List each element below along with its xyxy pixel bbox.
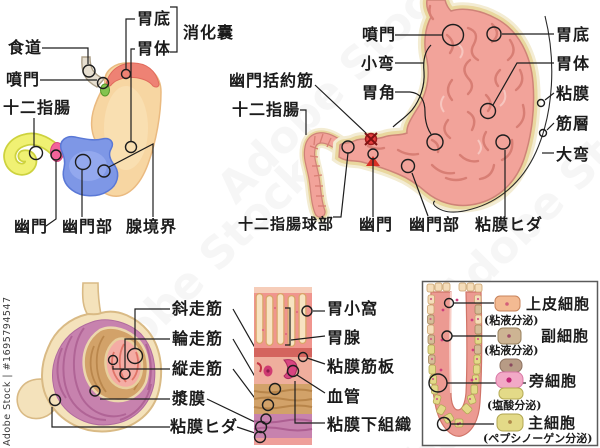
mucous-neck-cell-icon bbox=[497, 327, 522, 345]
label-mucosal-folds-bl: 粘膜ヒダ bbox=[170, 417, 239, 436]
label-chief-cell: 主細胞 bbox=[528, 414, 577, 432]
label-gland-boundary: 腺境界 bbox=[126, 217, 178, 236]
label-gastric-pit: 胃小窩 bbox=[327, 299, 379, 318]
label-duodenum-tl: 十二指腸 bbox=[3, 98, 72, 117]
label-epithelial-secretion: (粘液分泌) bbox=[484, 314, 539, 327]
top-right-stomach-art bbox=[299, 0, 555, 222]
label-esophagus: 食道 bbox=[8, 38, 43, 57]
label-serosa: 漿膜 bbox=[172, 389, 207, 408]
label-angular-notch: 胃角 bbox=[362, 83, 397, 102]
label-oblique-muscle: 斜走筋 bbox=[172, 299, 224, 318]
epithelial-cell-icon bbox=[494, 295, 521, 312]
label-cardia-tr: 噴門 bbox=[362, 25, 397, 44]
top-left-stomach-art bbox=[3, 6, 178, 227]
label-mucosal-folds-tr: 粘膜ヒダ bbox=[475, 215, 544, 234]
gland-detail-box-art bbox=[421, 280, 599, 447]
label-parietal-secretion: (塩酸分泌) bbox=[487, 399, 542, 412]
label-mucous-neck-cell: 副細胞 bbox=[541, 327, 590, 345]
label-pylorus-tr: 幽門 bbox=[359, 215, 394, 234]
label-greater-curvature: 大弯 bbox=[556, 145, 591, 164]
muscle-layer-stomach-art bbox=[16, 282, 276, 434]
label-body-tl: 胃体 bbox=[137, 39, 172, 58]
label-pyloric-region-tl: 幽門部 bbox=[62, 217, 114, 236]
label-parietal-cell: 旁細胞 bbox=[529, 372, 578, 390]
label-submucosa: 粘膜下組織 bbox=[327, 415, 413, 434]
label-lesser-curvature: 小弯 bbox=[361, 54, 396, 73]
label-longitudinal-muscle: 縦走筋 bbox=[172, 359, 224, 378]
label-muscle-layer: 筋層 bbox=[556, 114, 591, 133]
label-chief-secretion: (ペプシノーゲン分泌) bbox=[483, 432, 593, 445]
label-digestive-sac: 消化囊 bbox=[183, 23, 235, 42]
label-pylorus-tl: 幽門 bbox=[14, 217, 49, 236]
label-duodenal-bulb: 十二指腸球部 bbox=[238, 215, 335, 233]
label-body-tr: 胃体 bbox=[556, 54, 591, 73]
label-pyloric-sphincter: 幽門括約筋 bbox=[229, 71, 315, 90]
label-pyloric-region-tr: 幽門部 bbox=[409, 215, 461, 234]
label-gastric-gland: 胃腺 bbox=[327, 328, 362, 347]
label-mucous-neck-secretion: (粘液分泌) bbox=[484, 344, 539, 357]
stomach-wall-section-art bbox=[253, 287, 326, 445]
chief-cell-icon bbox=[496, 413, 524, 432]
label-duodenum-tr: 十二指腸 bbox=[232, 100, 301, 119]
label-epithelial-cell: 上皮細胞 bbox=[526, 295, 591, 313]
adobe-stock-watermark: Adobe Stock | #1695794547 bbox=[2, 296, 13, 446]
parietal-cell-icon bbox=[495, 358, 524, 400]
label-fundus-tl: 胃底 bbox=[137, 9, 172, 28]
label-blood-vessel: 血管 bbox=[327, 387, 362, 406]
label-fundus-tr: 胃底 bbox=[556, 25, 591, 44]
label-cardia-tl: 噴門 bbox=[6, 70, 41, 89]
label-mucosa: 粘膜 bbox=[556, 84, 591, 103]
label-muscularis-mucosae: 粘膜筋板 bbox=[327, 357, 396, 376]
label-circular-muscle: 輪走筋 bbox=[172, 329, 224, 348]
